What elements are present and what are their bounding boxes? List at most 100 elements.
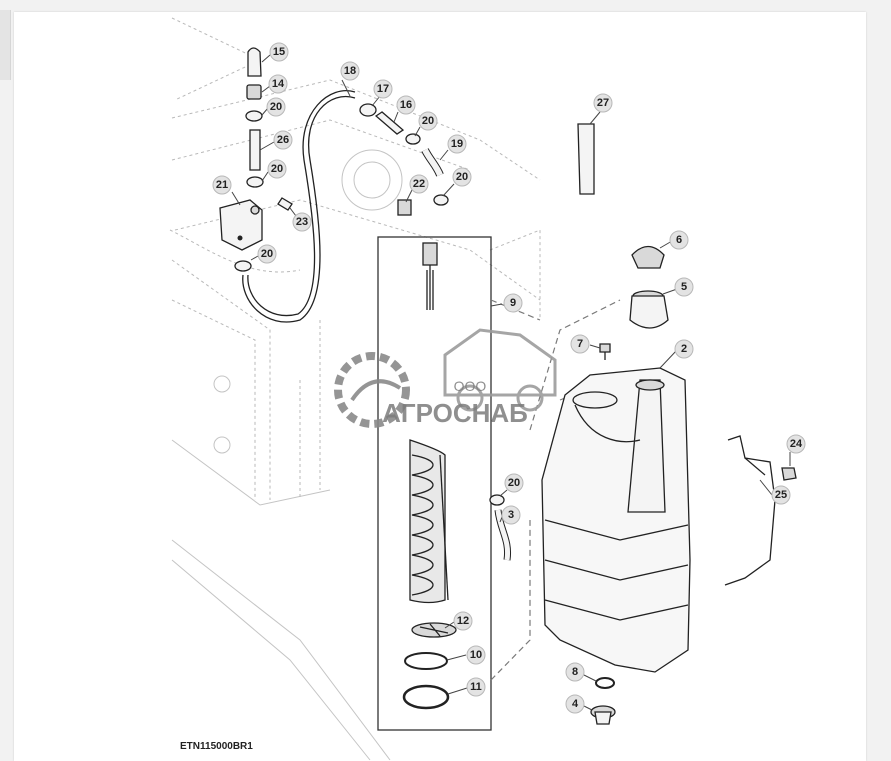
svg-text:19: 19 (451, 138, 463, 150)
part-25-strap (724, 435, 776, 586)
svg-text:20: 20 (508, 477, 520, 489)
part-20-clamp-e (433, 194, 449, 206)
watermark-logo: ООО АГРОСНАБ (334, 328, 557, 428)
svg-text:23: 23 (296, 216, 308, 228)
svg-text:9: 9 (510, 297, 516, 309)
svg-text:4: 4 (572, 698, 579, 710)
part-11-ring (402, 684, 450, 710)
part-20-clamp-b (246, 176, 264, 188)
part-3-hose (494, 509, 512, 561)
callout-leaders (231, 54, 791, 711)
part-2-fuel-tank (541, 367, 691, 673)
callout-22: 22 (409, 174, 429, 194)
callout-18: 18 (340, 61, 360, 81)
svg-text:3: 3 (508, 509, 514, 521)
callout-20: 20 (266, 97, 286, 117)
svg-text:2: 2 (681, 343, 687, 355)
svg-text:12: 12 (457, 615, 469, 627)
part-4-drain-plug (590, 705, 616, 725)
part-12-strainer (411, 622, 457, 638)
svg-text:24: 24 (790, 438, 803, 450)
part-26-hose (249, 129, 261, 171)
callout-20: 20 (267, 159, 287, 179)
part-20-clamp-f (489, 494, 505, 506)
callout-8: 8 (565, 662, 585, 682)
callout-20: 20 (418, 111, 438, 131)
callout-7: 7 (570, 334, 590, 354)
part-10-seal (404, 652, 448, 670)
callout-25: 25 (771, 485, 791, 505)
svg-text:20: 20 (422, 115, 434, 127)
part-15-cap (247, 47, 262, 77)
svg-text:8: 8 (572, 666, 578, 678)
part-18-long-hose (242, 90, 356, 323)
callout-26: 26 (273, 130, 293, 150)
svg-text:22: 22 (413, 178, 425, 190)
callout-19: 19 (447, 134, 467, 154)
callout-11: 11 (466, 677, 486, 697)
part-8-seal (595, 677, 615, 689)
part-21-valve (219, 199, 263, 251)
part-5-filler-neck (629, 290, 669, 329)
callout-20: 20 (452, 167, 472, 187)
viewer-side-strip (0, 10, 11, 80)
svg-text:26: 26 (277, 134, 289, 146)
svg-text:14: 14 (272, 78, 285, 90)
svg-text:15: 15 (273, 46, 285, 58)
part-22-plug (397, 199, 412, 216)
svg-text:21: 21 (216, 179, 228, 191)
svg-text:20: 20 (270, 101, 282, 113)
callout-2: 2 (674, 339, 694, 359)
callout-20: 20 (504, 473, 524, 493)
part-14-connector (246, 84, 262, 100)
part-7-bolt (599, 343, 611, 360)
callout-15: 15 (269, 42, 289, 62)
part-17-clamp (359, 103, 377, 117)
svg-text:7: 7 (577, 338, 583, 350)
part-20-clamp-c (234, 260, 252, 272)
watermark-title: АГРОСНАБ (382, 398, 528, 428)
watermark-sub: ООО (454, 378, 487, 394)
callout-5: 5 (674, 277, 694, 297)
part-16-tube (374, 111, 405, 135)
part-24-nut (781, 467, 797, 481)
callout-10: 10 (466, 645, 486, 665)
callout-21: 21 (212, 175, 232, 195)
svg-text:20: 20 (261, 248, 273, 260)
svg-text:17: 17 (377, 83, 389, 95)
svg-text:16: 16 (400, 99, 412, 111)
svg-text:20: 20 (456, 171, 468, 183)
part-27-strip (577, 123, 595, 195)
part-20-clamp-d (405, 133, 421, 145)
callout-3: 3 (501, 505, 521, 525)
callouts: 15 14 20 26 20 21 23 20 18 17 16 20 19 2… (212, 42, 806, 714)
svg-text:27: 27 (597, 97, 609, 109)
svg-text:20: 20 (271, 163, 283, 175)
callout-14: 14 (268, 74, 288, 94)
callout-4: 4 (565, 694, 585, 714)
svg-text:18: 18 (344, 65, 356, 77)
part-19-elbow-hose (421, 148, 444, 177)
background-frame (169, 17, 541, 761)
callout-9: 9 (503, 293, 523, 313)
callout-16: 16 (396, 95, 416, 115)
callout-17: 17 (373, 79, 393, 99)
figure-code: ETN115000BR1 (180, 741, 253, 752)
svg-text:5: 5 (681, 281, 687, 293)
callout-23: 23 (292, 212, 312, 232)
part-23-screw (277, 197, 293, 211)
callout-24: 24 (786, 434, 806, 454)
svg-text:25: 25 (775, 489, 787, 501)
callout-20: 20 (257, 244, 277, 264)
svg-text:6: 6 (676, 234, 682, 246)
svg-text:11: 11 (470, 681, 482, 693)
svg-text:10: 10 (470, 649, 482, 661)
callout-12: 12 (453, 611, 473, 631)
pump-sender-assembly (409, 242, 449, 604)
part-20-clamp-a (245, 110, 263, 122)
callout-27: 27 (593, 93, 613, 113)
callout-6: 6 (669, 230, 689, 250)
part-6-filler-cap (631, 245, 665, 269)
